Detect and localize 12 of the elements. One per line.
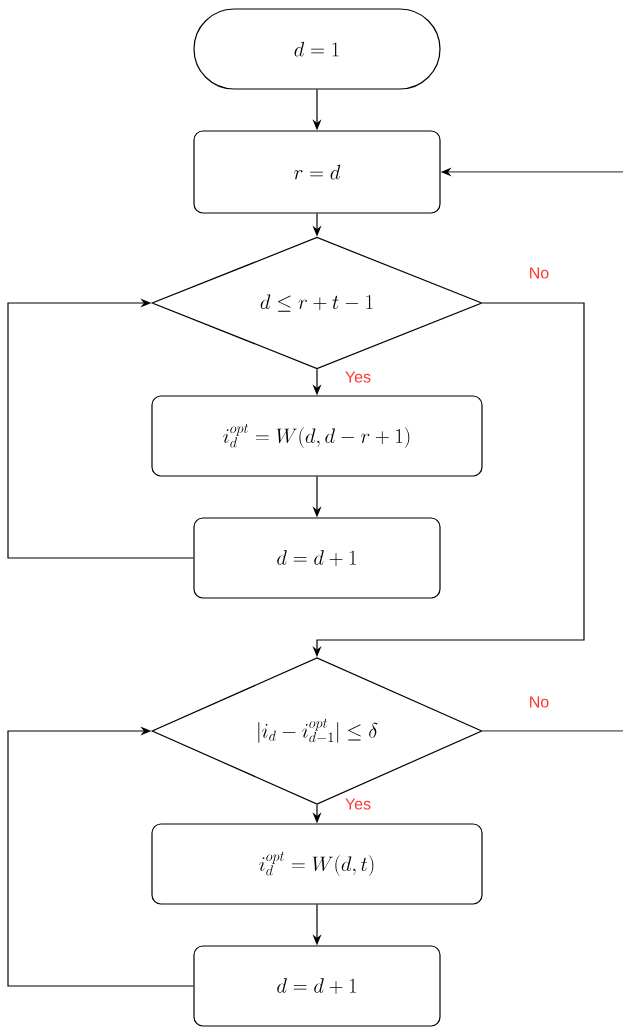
arrow xyxy=(7,726,194,987)
start-terminal: $d=1$ xyxy=(193,8,441,90)
connector-line xyxy=(482,730,623,732)
process-box: $i_d^{opt}=W(d,t)$ xyxy=(151,823,483,905)
edge-label: Yes xyxy=(343,370,373,384)
process-box: $r=d$ xyxy=(193,130,441,214)
edge-label: No xyxy=(527,266,551,280)
process-box: $i_d^{opt}=W(d,d-r+1)$ xyxy=(151,395,483,477)
arrow xyxy=(7,298,194,559)
edge-label: No xyxy=(527,695,551,709)
process-box: $d=d+1$ xyxy=(193,517,441,599)
process-box: $d=d+1$ xyxy=(193,945,441,1027)
